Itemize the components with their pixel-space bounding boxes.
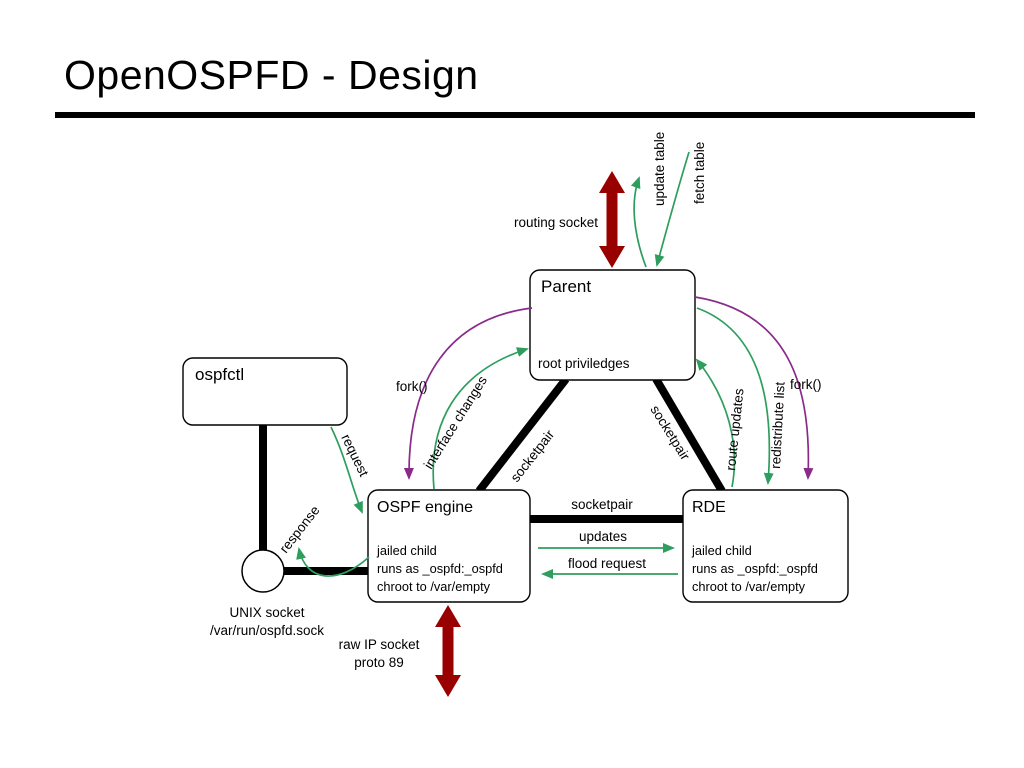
edge-fetch-table: fetch table: [654, 142, 707, 267]
edge-updates: updates: [538, 529, 675, 553]
node-rde: RDE jailed child runs as _ospfd:_ospfd c…: [682, 489, 849, 603]
raw-ip-socket-label-line2: proto 89: [354, 655, 404, 670]
routing-socket-arrow: routing socket: [514, 171, 625, 268]
fork-right-arrow: [694, 296, 814, 480]
edge-flood-request: flood request: [541, 556, 678, 579]
edge-update-table: update table: [630, 132, 667, 268]
ospf-engine-line3: chroot to /var/empty: [377, 579, 491, 594]
raw-ip-socket-label-line1: raw IP socket: [339, 637, 420, 652]
socket-connections: [259, 376, 726, 575]
raw-ip-socket-head-down: [435, 675, 461, 697]
ospf-engine-line1: jailed child: [376, 543, 437, 558]
edge-interface-changes: interface changes: [421, 347, 529, 490]
rde-box: [682, 489, 849, 603]
request-arrow: [330, 426, 363, 514]
parent-subtitle: root priviledges: [538, 356, 630, 371]
raw-ip-socket-head-up: [435, 605, 461, 627]
parent-title: Parent: [541, 277, 591, 296]
rde-title: RDE: [692, 499, 726, 516]
interface-changes-label: interface changes: [421, 373, 490, 472]
response-label: response: [277, 503, 323, 556]
rde-line3: chroot to /var/empty: [692, 579, 806, 594]
rde-line1: jailed child: [691, 543, 752, 558]
edge-redistribute-list: redistribute list: [696, 307, 788, 485]
socketpair-engine-rde-label: socketpair: [571, 497, 633, 512]
redistribute-list-label: redistribute list: [768, 381, 788, 469]
update-table-label: update table: [652, 132, 667, 206]
fork-left-arrow: [403, 307, 533, 480]
fork-right-label: fork(): [790, 377, 822, 392]
ospf-engine-line2: runs as _ospfd:_ospfd: [377, 561, 503, 576]
interface-changes-arrow: [432, 347, 529, 490]
ospfctl-box: [182, 357, 348, 426]
rde-line2: runs as _ospfd:_ospfd: [692, 561, 818, 576]
fetch-table-label: fetch table: [692, 142, 707, 204]
link-parent-rde: [652, 376, 726, 494]
update-table-arrow: [630, 176, 647, 268]
edge-fork-right: fork(): [694, 296, 822, 480]
edge-request: request: [330, 426, 372, 514]
ospf-engine-title: OSPF engine: [377, 499, 473, 516]
route-updates-label: route updates: [723, 387, 747, 471]
response-arrow: [296, 547, 370, 577]
node-parent: Parent root priviledges: [529, 269, 696, 381]
link-parent-engine: [475, 376, 570, 494]
socketpair-parent-engine-label: socketpair: [508, 427, 558, 485]
edge-response: response: [277, 503, 370, 577]
fetch-table-arrow: [654, 151, 690, 267]
ospf-engine-box: [367, 489, 531, 603]
ospfctl-title: ospfctl: [195, 365, 244, 384]
route-updates-arrow: [695, 358, 736, 488]
node-ospf-engine: OSPF engine jailed child runs as _ospfd:…: [367, 489, 531, 603]
title-underline: [55, 112, 975, 118]
unix-socket-label-line1: UNIX socket: [229, 605, 304, 620]
edge-fork-left: fork(): [396, 307, 533, 480]
routing-socket-label: routing socket: [514, 215, 598, 230]
unix-socket-label-line2: /var/run/ospfd.sock: [210, 623, 324, 638]
node-ospfctl: ospfctl: [182, 357, 348, 426]
updates-label: updates: [579, 529, 627, 544]
fork-left-label: fork(): [396, 379, 428, 394]
unix-socket-annotation: UNIX socket /var/run/ospfd.sock: [210, 605, 324, 638]
unix-socket-node: [241, 549, 285, 593]
redistribute-list-arrow: [696, 307, 774, 485]
flood-request-label: flood request: [568, 556, 646, 571]
routing-socket-head-up: [599, 171, 625, 193]
raw-ip-socket-arrow: raw IP socket proto 89: [339, 605, 461, 697]
routing-socket-head-down: [599, 246, 625, 268]
page-title: OpenOSPFD - Design: [64, 52, 479, 98]
parent-box: [529, 269, 696, 381]
